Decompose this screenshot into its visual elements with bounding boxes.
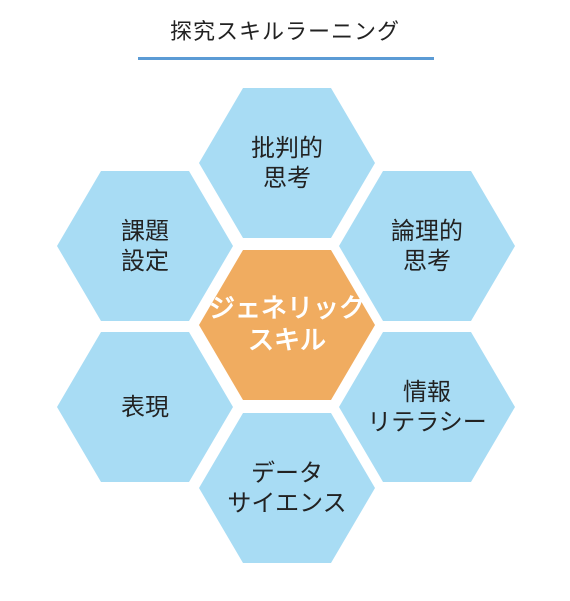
hexagon-logical-thinking: 論理的思考: [339, 171, 515, 321]
hex-label-line: 思考: [263, 164, 311, 192]
hexagon-problem-setting: 課題設定: [57, 171, 233, 321]
hex-label-line: 思考: [403, 247, 451, 275]
hex-label-line: 論理的: [391, 217, 463, 245]
hexagon-shape-data-science: [199, 413, 375, 563]
hexagon-expression: 表現: [57, 332, 233, 482]
hexagon-label-expression: 表現: [121, 393, 169, 421]
hex-label-line: 設定: [121, 247, 169, 275]
hexagon-shape-expression: [57, 332, 233, 482]
hex-label-line: データ: [251, 459, 323, 487]
hexagon-label-critical-thinking: 批判的思考: [251, 134, 323, 192]
hexagon-critical-thinking: 批判的思考: [199, 88, 375, 238]
center-hexagon-label: ジェネリックスキル: [209, 294, 365, 356]
hexagon-shape-problem-setting: [57, 171, 233, 321]
hexagon-label-data-science: データサイエンス: [227, 459, 346, 517]
hex-label-line: 表現: [121, 393, 169, 421]
hexagon-label-logical-thinking: 論理的思考: [391, 217, 463, 275]
hex-label-line: スキル: [248, 326, 326, 356]
hexagon-information-literacy: 情報リテラシー: [339, 332, 515, 482]
hexagon-label-problem-setting: 課題設定: [121, 217, 169, 275]
hexagon-shape-critical-thinking: [199, 88, 375, 238]
hex-label-line: 批判的: [251, 134, 323, 162]
hex-label-line: ジェネリック: [209, 294, 365, 324]
hex-label-line: 課題: [121, 217, 169, 245]
hexagon-data-science: データサイエンス: [199, 413, 375, 563]
hexagon-shape-information-literacy: [339, 332, 515, 482]
hex-label-line: リテラシー: [367, 408, 487, 436]
center-hexagon-shape: [199, 250, 375, 400]
diagram-title: 探究スキルラーニング: [169, 20, 400, 45]
hexagon-label-information-literacy: 情報リテラシー: [367, 378, 487, 436]
hex-label-line: サイエンス: [227, 489, 346, 517]
title-underline: [138, 57, 434, 60]
hex-label-line: 情報: [403, 378, 451, 406]
center-hexagon: ジェネリックスキル: [199, 250, 375, 400]
hexagon-shape-logical-thinking: [339, 171, 515, 321]
